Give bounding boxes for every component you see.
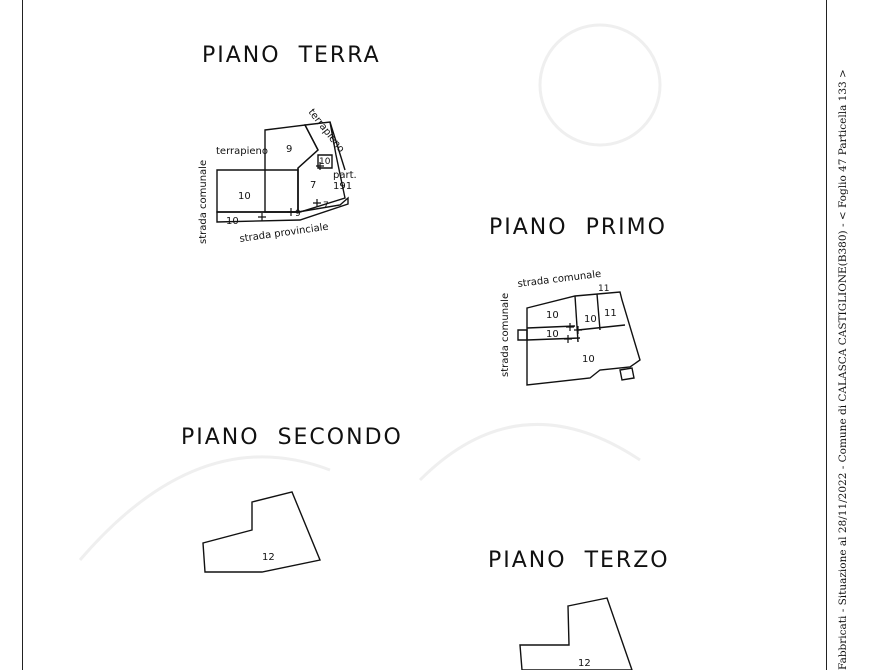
terra-label-7: 7 [310, 180, 316, 191]
primo-label-10-b: 10 [584, 314, 597, 325]
terra-room-9 [264, 124, 319, 213]
primo-stair [517, 329, 528, 341]
primo-div-2 [526, 337, 581, 341]
primo-label-strada-comunale-top: strada comunale [517, 269, 602, 290]
primo-label-10-c: 10 [546, 329, 559, 340]
terra-slope [329, 121, 346, 171]
terzo-outline [519, 597, 633, 670]
terra-room-7 [297, 121, 346, 213]
plan-piano-terzo [519, 597, 633, 670]
heading-piano-terzo: PIANO TERZO [488, 548, 670, 573]
terra-room-10 [216, 169, 299, 213]
primo-label-10-main: 10 [582, 354, 595, 365]
primo-marker-3 [564, 335, 572, 343]
terra-marker-4 [316, 162, 324, 170]
primo-label-10-a: 10 [546, 310, 559, 321]
side-caption: Fabbricati - Situazione al 28/11/2022 - … [837, 69, 849, 670]
primo-div-5 [577, 324, 626, 331]
primo-label-11-top: 11 [598, 284, 609, 294]
page-border-left [22, 0, 23, 670]
terra-label-10-strip: 10 [226, 216, 239, 227]
terra-label-part-num: 191 [333, 181, 352, 192]
terra-label-10-corner: 10 [319, 157, 331, 167]
page-border-right [826, 0, 827, 670]
terra-marker-1 [258, 213, 266, 221]
heading-piano-primo: PIANO PRIMO [489, 215, 667, 240]
primo-outline [526, 291, 641, 386]
plan-piano-terra [216, 121, 349, 223]
terzo-label-12: 12 [578, 658, 591, 669]
terra-room-10-small [317, 154, 333, 169]
terra-label-part: part. [333, 170, 357, 181]
terra-label-terrapieno-left: terrapieno [216, 146, 268, 157]
primo-marker-1 [566, 323, 574, 331]
terra-label-strada-provinciale: strada provinciale [239, 222, 329, 245]
plan-piano-primo [517, 291, 641, 386]
secondo-label-12: 12 [262, 552, 275, 563]
primo-label-strada-comunale-left: strada comunale [500, 293, 511, 377]
terra-label-9-small: 9 [295, 209, 301, 219]
primo-div-4 [596, 293, 601, 331]
primo-step [619, 367, 635, 381]
terra-marker-3 [313, 199, 321, 207]
secondo-outline [202, 491, 321, 573]
primo-marker-2 [574, 326, 582, 334]
terra-label-10: 10 [238, 191, 251, 202]
terra-label-9: 9 [286, 144, 292, 155]
primo-div-1 [526, 325, 576, 329]
heading-piano-terra: PIANO TERRA [202, 43, 381, 68]
terra-label-7-small: 7 [323, 201, 329, 211]
primo-div-3 [574, 295, 579, 343]
terra-marker-2 [287, 208, 295, 216]
primo-label-11: 11 [604, 308, 617, 319]
terra-label-strada-comunale: strada comunale [198, 160, 209, 244]
terra-label-terrapieno-right: terrapieno [306, 107, 347, 155]
heading-piano-secondo: PIANO SECONDO [181, 425, 403, 450]
plan-piano-secondo [202, 491, 321, 573]
